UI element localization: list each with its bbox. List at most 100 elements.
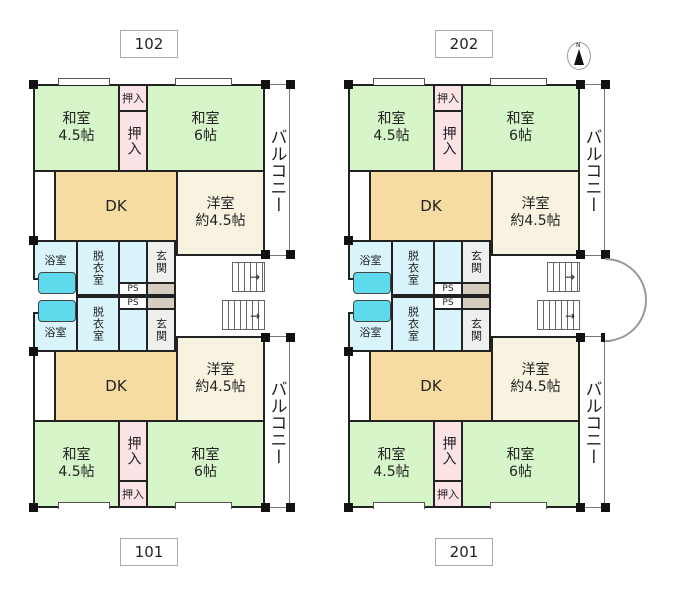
- bathtub-icon: [353, 272, 391, 294]
- unit-number-label: 202: [435, 30, 493, 58]
- room-dk: DK: [369, 170, 493, 242]
- room-dk: DK: [369, 350, 493, 422]
- balcony: バルコニー: [580, 336, 605, 508]
- kitchen-counter: [33, 350, 56, 422]
- window-bay: [58, 78, 110, 85]
- room-yoshitsu: 洋室 約4.5帖: [491, 170, 580, 256]
- room-oshiire-small: 押入: [118, 84, 148, 112]
- column-post: [286, 503, 295, 512]
- room-oshiire: 押入: [118, 110, 148, 172]
- stair-arrow-icon: →: [565, 309, 576, 323]
- room-washitsu-4-5: 和室 4.5帖: [348, 84, 435, 172]
- column-post: [601, 503, 610, 512]
- room-toilet: [433, 308, 463, 352]
- kitchen-counter: [348, 350, 371, 422]
- room-yoshitsu: 洋室 約4.5帖: [176, 336, 265, 422]
- stair-arrow-icon: →: [250, 270, 261, 284]
- column-post: [286, 80, 295, 89]
- room-toilet: [118, 308, 148, 352]
- window-bay: [373, 78, 425, 85]
- room-datsuishitsu: 脱衣室: [76, 240, 120, 296]
- balcony-label: バルコニー: [266, 379, 287, 465]
- staircase: [222, 300, 265, 330]
- room-washitsu-4-5: 和室 4.5帖: [33, 84, 120, 172]
- room-washitsu-6: 和室 6帖: [461, 84, 580, 172]
- north-compass-icon: N: [567, 42, 591, 70]
- window-bay: [373, 502, 425, 509]
- room-washitsu-6: 和室 6帖: [146, 420, 265, 508]
- ps-shaft: [461, 296, 491, 310]
- room-datsuishitsu: 脱衣室: [391, 240, 435, 296]
- room-oshiire-small: 押入: [433, 84, 463, 112]
- column-post: [286, 333, 295, 342]
- room-toilet: [118, 240, 148, 284]
- stair-landing: [605, 258, 647, 342]
- ps-shaft: [461, 282, 491, 296]
- window-bay: [175, 502, 232, 509]
- column-post: [261, 503, 270, 512]
- window-bay: [490, 502, 547, 509]
- room-genkan: 玄関: [461, 308, 491, 352]
- room-dk: DK: [54, 350, 178, 422]
- staircase: [547, 262, 580, 292]
- room-genkan: 玄関: [146, 240, 176, 284]
- column-post: [601, 250, 610, 259]
- unit-number-label: 201: [435, 538, 493, 566]
- unit-number-label: 102: [120, 30, 178, 58]
- room-washitsu-4-5: 和室 4.5帖: [348, 420, 435, 508]
- room-toilet: [433, 240, 463, 284]
- stair-arrow-icon: →: [565, 270, 576, 284]
- column-post: [261, 80, 270, 89]
- balcony: バルコニー: [265, 336, 290, 508]
- ps-box: PS: [433, 296, 463, 310]
- kitchen-counter: [33, 170, 56, 242]
- room-yoshitsu: 洋室 約4.5帖: [176, 170, 265, 256]
- column-post: [261, 250, 270, 259]
- column-post: [344, 80, 353, 89]
- balcony: バルコニー: [580, 84, 605, 256]
- room-oshiire-small: 押入: [433, 480, 463, 508]
- column-post: [261, 333, 270, 342]
- ps-shaft: [146, 282, 176, 296]
- unit-number-label: 101: [120, 538, 178, 566]
- room-genkan: 玄関: [146, 308, 176, 352]
- window-bay: [175, 78, 232, 85]
- room-dk: DK: [54, 170, 178, 242]
- ps-shaft: [146, 296, 176, 310]
- column-post: [344, 347, 353, 356]
- room-datsuishitsu: 脱衣室: [391, 296, 435, 352]
- room-oshiire: 押入: [118, 420, 148, 482]
- compass-north-label: N: [576, 42, 581, 49]
- balcony-label: バルコニー: [581, 379, 602, 465]
- room-datsuishitsu: 脱衣室: [76, 296, 120, 352]
- stair-arrow-icon: →: [250, 309, 261, 323]
- column-post: [29, 236, 38, 245]
- room-oshiire-small: 押入: [118, 480, 148, 508]
- balcony-label: バルコニー: [266, 127, 287, 213]
- room-yoshitsu: 洋室 約4.5帖: [491, 336, 580, 422]
- column-post: [576, 333, 585, 342]
- bathtub-icon: [38, 272, 76, 294]
- column-post: [29, 347, 38, 356]
- column-post: [29, 80, 38, 89]
- room-washitsu-6: 和室 6帖: [461, 420, 580, 508]
- staircase: [232, 262, 265, 292]
- column-post: [576, 250, 585, 259]
- column-post: [29, 503, 38, 512]
- window-bay: [490, 78, 547, 85]
- ps-box: PS: [118, 282, 148, 296]
- room-oshiire: 押入: [433, 420, 463, 482]
- room-washitsu-4-5: 和室 4.5帖: [33, 420, 120, 508]
- room-oshiire: 押入: [433, 110, 463, 172]
- staircase: [537, 300, 580, 330]
- kitchen-counter: [348, 170, 371, 242]
- bathtub-icon: [353, 300, 391, 322]
- column-post: [344, 236, 353, 245]
- ps-box: PS: [118, 296, 148, 310]
- column-post: [601, 80, 610, 89]
- column-post: [576, 503, 585, 512]
- column-post: [344, 503, 353, 512]
- window-bay: [58, 502, 110, 509]
- room-genkan: 玄関: [461, 240, 491, 284]
